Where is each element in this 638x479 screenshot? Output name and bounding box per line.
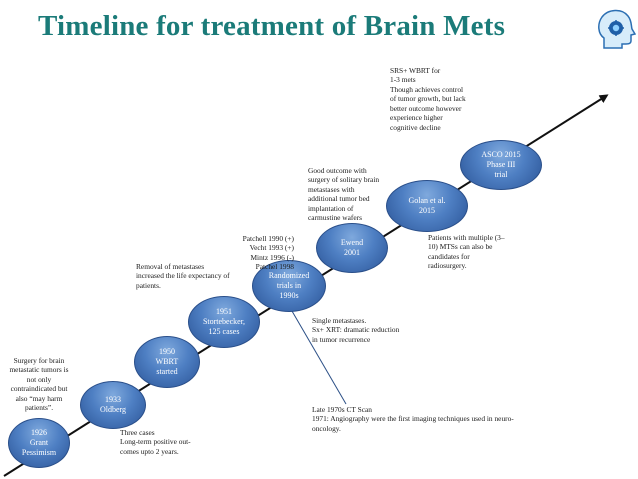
timeline-node-asco-2015: ASCO 2015 Phase III trial [460, 140, 542, 190]
timeline-node-1926: 1926 Grant Pessimism [8, 418, 70, 468]
note-single-metastases: Single metastases. Sx+ XRT: dramatic red… [312, 316, 400, 344]
note-patchell-trials: Patchell 1990 (+) Vecht 1993 (+) Mintz 1… [242, 234, 294, 272]
note-ct-scan: Late 1970s CT Scan 1971: Angiography wer… [312, 405, 514, 433]
note-multiple-mts: Patients with multiple (3–10) MTSs can a… [428, 233, 505, 271]
note-srs-wbrt: SRS+ WBRT for 1-3 mets Though achieves c… [390, 66, 466, 132]
timeline-node-golan-2015: Golan et al. 2015 [386, 180, 468, 232]
note-surgery-contraindicated: Surgery for brain metastatic tumors is n… [9, 356, 69, 413]
note-good-outcome: Good outcome with surgery of solitary br… [308, 166, 380, 223]
page-title: Timeline for treatment of Brain Mets [38, 10, 506, 42]
ct-scan-pointer [283, 296, 347, 405]
timeline-node-ewend-2001: Ewend 2001 [316, 223, 388, 273]
timeline-node-randomized-trials: Randomized trials in 1990s [252, 260, 326, 312]
timeline-node-1950: 1950 WBRT started [134, 336, 200, 388]
note-removal-of-metastases: Removal of metastases increased the life… [136, 262, 230, 290]
timeline-node-1951: 1951 Stortebecker, 125 cases [188, 296, 260, 348]
timeline-node-1933: 1933 Oldberg [80, 381, 146, 429]
note-three-cases: Three cases Long-term positive out- come… [120, 428, 191, 456]
head-profile-icon [598, 9, 636, 49]
